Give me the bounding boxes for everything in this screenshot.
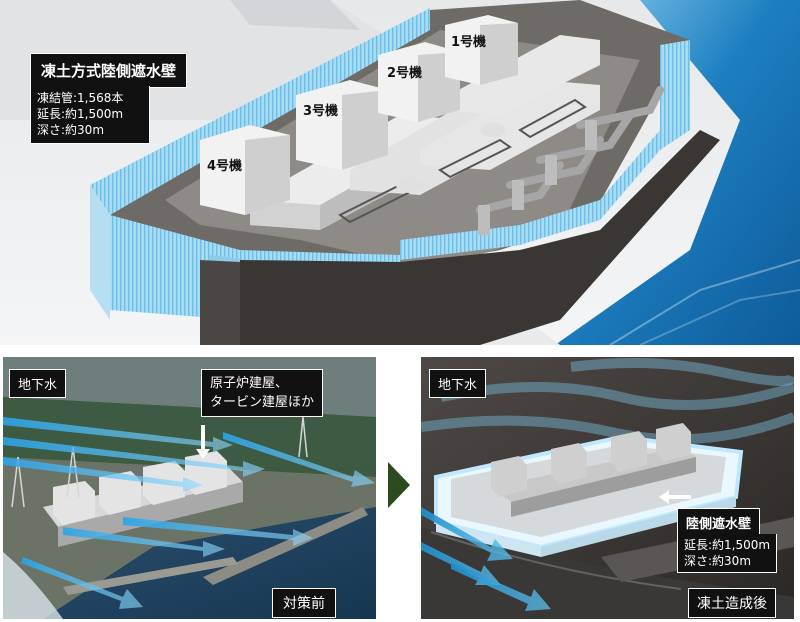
- groundwater-arrows-before: [3, 417, 375, 609]
- after-illustration: [421, 357, 794, 619]
- spec-pipes: 凍結管:1,568本: [37, 91, 124, 105]
- ice-wall-back: [90, 8, 430, 215]
- building-label-line1: 原子炉建屋、: [210, 376, 289, 391]
- sea: [555, 0, 800, 345]
- after-wall-specs: 延長:約1,500m 深さ:約30m: [677, 534, 777, 573]
- building-pointer-arrow: [196, 425, 210, 459]
- after-wall-title: 陸側遮水壁: [677, 508, 761, 537]
- unit-label-4: 4号機: [207, 159, 243, 174]
- main-specs: 凍結管:1,568本 延長:約1,500m 深さ:約30m: [30, 86, 150, 144]
- after-buildings: [491, 423, 696, 517]
- ice-wall-side: [660, 40, 690, 150]
- transition-arrow: [388, 462, 410, 508]
- before-building-label: 原子炉建屋、 タービン建屋ほか: [201, 369, 324, 417]
- after-spec-depth: 深さ:約30m: [684, 554, 752, 568]
- unit-label-2: 2号機: [387, 66, 423, 81]
- building-label-line2: タービン建屋ほか: [210, 395, 315, 410]
- after-caption: 凍土造成後: [688, 588, 776, 618]
- reactor-1: [445, 15, 518, 85]
- ground-cut: [240, 130, 720, 345]
- wall-pointer-arrow: [659, 490, 691, 504]
- reactor-3: [296, 80, 388, 170]
- main-illustration: [0, 0, 800, 345]
- spec-depth: 深さ:約30m: [37, 123, 105, 137]
- main-title: 凍土方式陸側遮水壁: [30, 53, 188, 88]
- after-spec-length: 延長:約1,500m: [684, 538, 771, 552]
- unit-label-1: 1号機: [451, 35, 487, 50]
- after-groundwater-label: 地下水: [429, 369, 487, 398]
- unit-label-3: 3号機: [303, 104, 339, 119]
- before-groundwater-label: 地下水: [9, 369, 67, 398]
- spec-length: 延長:約1,500m: [37, 107, 124, 121]
- before-caption: 対策前: [272, 588, 336, 618]
- turbine-buildings: [250, 35, 600, 230]
- groundwater-arrows-after: [421, 507, 551, 611]
- reactor-4: [200, 125, 290, 215]
